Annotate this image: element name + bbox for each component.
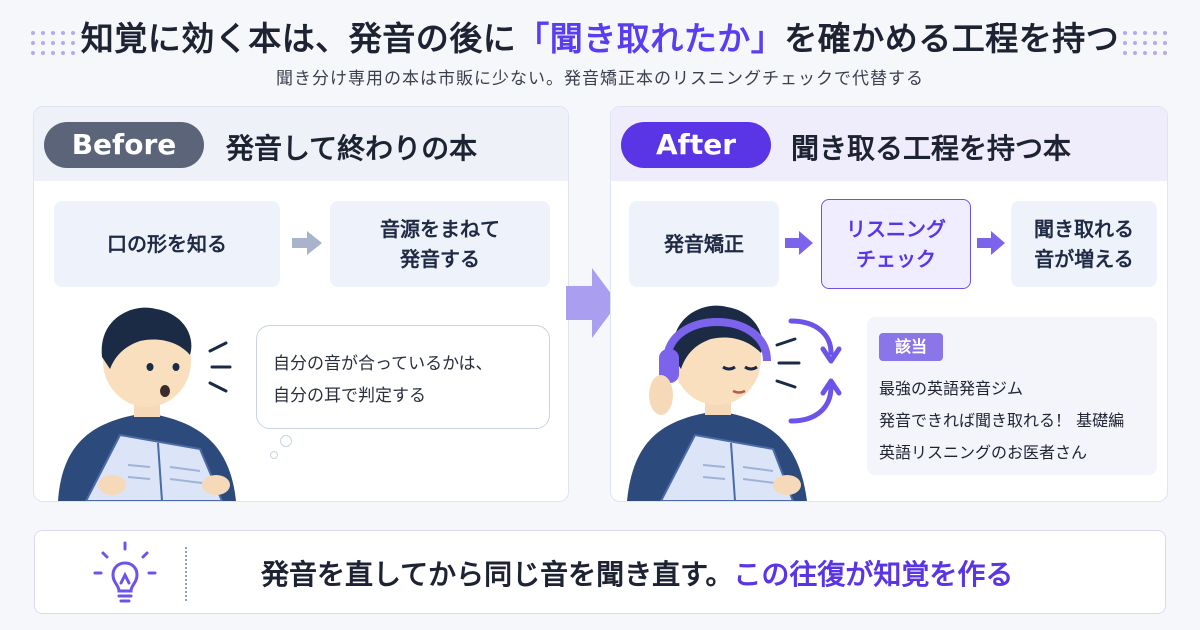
- arrow-right-icon: [785, 231, 813, 255]
- after-step-listening-check: リスニング チェック: [821, 199, 971, 289]
- before-panel-header: Before 発音して終わりの本: [34, 107, 568, 181]
- dot-pattern-left: [31, 31, 75, 55]
- before-panel-title: 発音して終わりの本: [226, 132, 478, 165]
- speech-bubble: 自分の音が合っているかは、 自分の耳で判定する: [256, 325, 550, 429]
- person-with-headphones-illustration: [627, 305, 842, 501]
- before-step-imitate: 音源をまねて 発音する: [330, 201, 550, 287]
- arrow-right-icon: [977, 231, 1005, 255]
- transition-arrow-icon: [566, 268, 618, 338]
- before-badge: Before: [44, 122, 204, 168]
- after-step-pronunciation: 発音矯正: [629, 201, 779, 287]
- before-step-learn-mouth: 口の形を知る: [54, 201, 280, 287]
- bubble-line: 自分の音が合っているかは、: [273, 354, 493, 374]
- after-badge: After: [621, 122, 771, 168]
- summary-text: 発音を直してから同じ音を聞き直す。この往復が知覚を作る: [261, 558, 1014, 591]
- bubble-line: 自分の耳で判定する: [273, 386, 426, 406]
- lightbulb-icon: [93, 541, 157, 603]
- before-panel: Before 発音して終わりの本 口の形を知る 音源をまねて 発音する 自分の音…: [33, 106, 569, 502]
- after-panel: After 聞き取る工程を持つ本 発音矯正 リスニング チェック 聞き取れる 音…: [610, 106, 1168, 502]
- after-panel-header: After 聞き取る工程を持つ本: [611, 107, 1167, 181]
- book-item: 英語リスニングのお医者さん: [879, 443, 1088, 462]
- divider: [185, 547, 187, 601]
- page-title: 知覚に効く本は、発音の後に「聞き取れたか」を確かめる工程を持つ: [80, 19, 1120, 58]
- arrow-right-icon: [292, 231, 322, 255]
- page-subtitle: 聞き分け専用の本は市販に少ない。発音矯正本のリスニングチェックで代替する: [276, 69, 924, 89]
- reference-books-box: 該当 最強の英語発音ジム 発音できれば聞き取れる！ 基礎編 英語リスニングのお医…: [867, 317, 1157, 475]
- after-step-more-sounds: 聞き取れる 音が増える: [1011, 201, 1157, 287]
- bubble-tail-dot: [270, 451, 278, 459]
- summary-bar: 発音を直してから同じ音を聞き直す。この往復が知覚を作る: [34, 530, 1166, 614]
- bubble-tail-dot: [280, 435, 292, 447]
- book-item: 発音できれば聞き取れる！ 基礎編: [879, 411, 1125, 430]
- book-item: 最強の英語発音ジム: [879, 379, 1024, 398]
- reference-badge: 該当: [879, 333, 943, 361]
- person-reading-illustration: [58, 307, 236, 501]
- dot-pattern-right: [1123, 31, 1167, 55]
- after-panel-title: 聞き取る工程を持つ本: [791, 132, 1072, 165]
